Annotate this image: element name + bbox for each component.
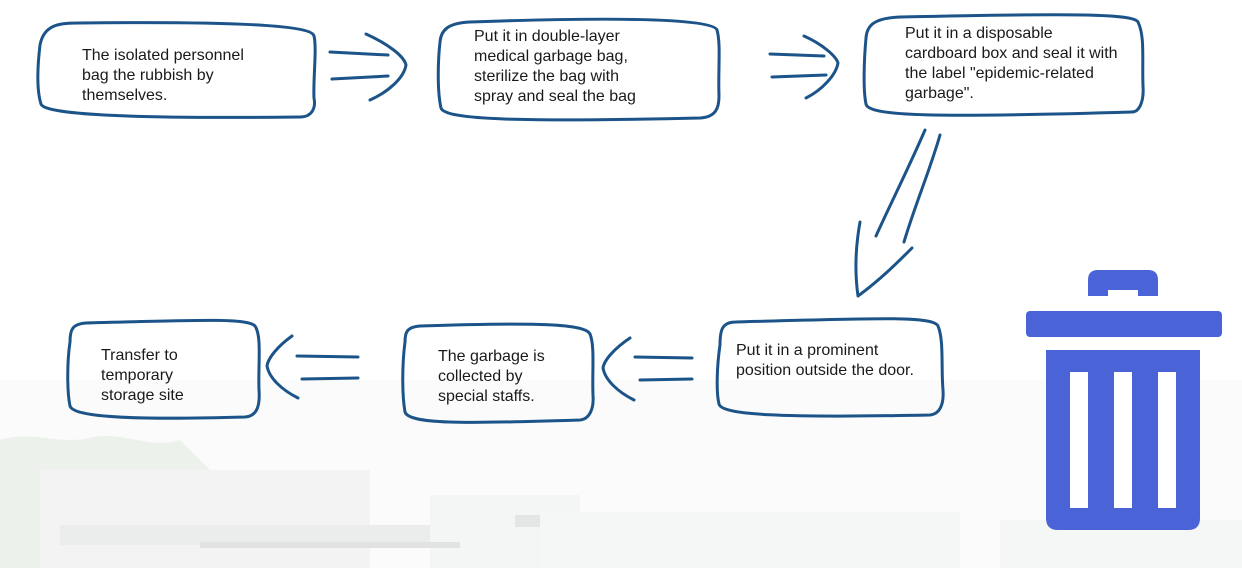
step-2-label: Put it in double-layer medical garbage b…: [474, 28, 636, 105]
arrow-1-head: [364, 32, 408, 102]
background-building: [0, 380, 1242, 568]
arrow-3-shaft-left: [874, 128, 927, 238]
arrow-4-shaft-top: [633, 355, 694, 360]
background-building-windows-row: [200, 542, 460, 548]
arrow-5-shaft-bottom: [300, 376, 360, 381]
trash-can-slot-3: [1158, 372, 1176, 508]
background-building-window: [515, 515, 545, 527]
trash-can-lid: [1026, 311, 1222, 337]
arrow-1-shaft-top: [328, 50, 390, 57]
arrow-2-head: [802, 34, 840, 100]
arrow-2-shaft-bottom: [770, 73, 828, 79]
background-building-annex: [540, 512, 960, 568]
arrow-4-shaft-bottom: [638, 377, 694, 382]
arrow-step-4-to-5: [601, 336, 694, 402]
arrow-1-shaft-bottom: [330, 74, 390, 81]
step-6-label: Transfer to temporary storage site: [101, 347, 184, 404]
arrow-step-5-to-6: [265, 334, 360, 400]
trash-can-slot-2: [1114, 372, 1132, 508]
step-3-box: [862, 13, 1145, 117]
trash-can-handle: [1088, 270, 1158, 296]
step-3-label: Put it in a disposable cardboard box and…: [905, 25, 1118, 102]
arrow-4-head: [601, 336, 636, 402]
arrow-3-shaft-right: [902, 133, 942, 244]
step-5-box: [401, 322, 595, 424]
trash-can-slot-1: [1070, 372, 1088, 508]
arrow-step-2-to-3: [768, 34, 840, 100]
step-4-label: Put it in a prominent position outside t…: [736, 342, 914, 379]
step-2-box: [436, 17, 721, 122]
arrow-3-head: [854, 220, 914, 298]
arrow-5-head: [265, 334, 300, 400]
background-building-wing: [40, 470, 370, 568]
arrow-2-shaft-top: [768, 52, 826, 58]
arrow-step-3-to-4: [854, 128, 942, 298]
step-5-label: The garbage is collected by special staf…: [438, 348, 545, 405]
step-4-box: [715, 317, 945, 418]
arrow-5-shaft-top: [295, 354, 360, 359]
step-1-label: The isolated personnel bag the rubbish b…: [82, 47, 244, 104]
step-6-box: [66, 318, 261, 420]
step-1-box: [36, 21, 317, 119]
arrow-step-1-to-2: [328, 32, 408, 102]
trash-can-icon: [1026, 270, 1222, 530]
